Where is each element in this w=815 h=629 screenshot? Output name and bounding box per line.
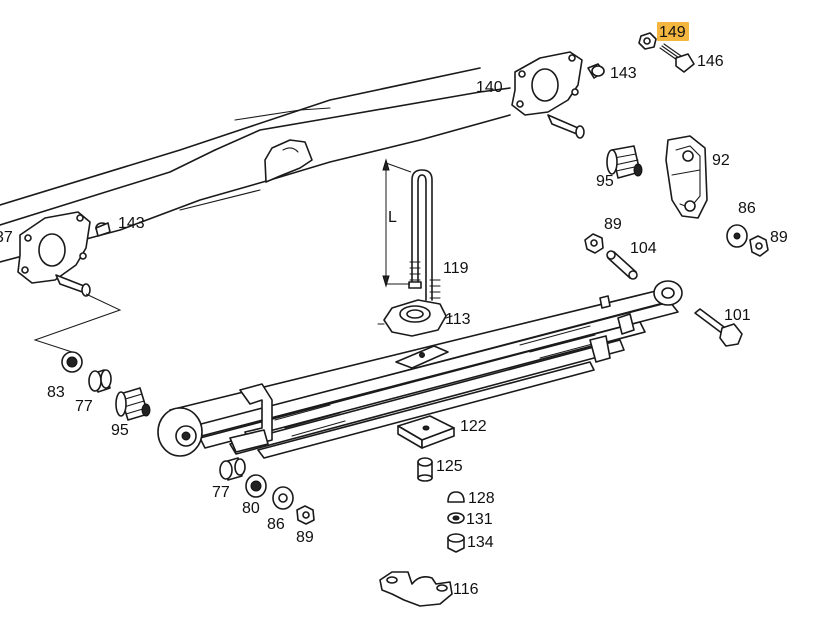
label-146[interactable]: 146 xyxy=(697,53,724,70)
label-86-rear[interactable]: 86 xyxy=(738,200,756,217)
spring-hanger-front[interactable] xyxy=(17,211,91,297)
label-80[interactable]: 80 xyxy=(242,500,260,517)
pad-122[interactable] xyxy=(397,415,455,449)
clamp-116[interactable] xyxy=(379,571,453,607)
label-131[interactable]: 131 xyxy=(466,511,493,528)
label-149[interactable]: 149 xyxy=(659,24,686,41)
spacer-125[interactable] xyxy=(417,457,433,482)
bolt-146[interactable] xyxy=(659,43,695,73)
leader-line-front xyxy=(33,293,122,353)
spring-hanger-rear[interactable] xyxy=(511,51,585,139)
bushing-77-lower[interactable] xyxy=(219,457,246,481)
label-125[interactable]: 125 xyxy=(436,458,463,475)
label-89-rear[interactable]: 89 xyxy=(770,229,788,246)
washer-131[interactable] xyxy=(447,512,465,524)
label-134[interactable]: 134 xyxy=(467,534,494,551)
nut-89-rear[interactable] xyxy=(749,235,769,257)
cap-128[interactable] xyxy=(447,491,465,503)
dimension-l: L xyxy=(382,158,412,288)
nut-149[interactable] xyxy=(638,32,657,50)
bolt-143-front[interactable] xyxy=(95,222,111,237)
label-92[interactable]: 92 xyxy=(712,152,730,169)
label-37[interactable]: 37 xyxy=(0,229,13,246)
highlight-149 xyxy=(657,22,689,41)
bushing-95-rear[interactable] xyxy=(606,145,643,179)
pin-104[interactable] xyxy=(606,250,638,280)
label-83[interactable]: 83 xyxy=(47,384,65,401)
nut-134[interactable] xyxy=(447,533,465,553)
nut-83[interactable] xyxy=(61,351,83,373)
bolt-143-rear[interactable] xyxy=(587,63,605,79)
washer-80[interactable] xyxy=(245,474,267,498)
shackle-92[interactable] xyxy=(665,135,708,219)
label-77-upper[interactable]: 77 xyxy=(75,398,93,415)
bushing-77-upper[interactable] xyxy=(88,369,112,393)
label-116[interactable]: 116 xyxy=(453,581,479,598)
label-128[interactable]: 128 xyxy=(468,490,495,507)
nut-89-front[interactable] xyxy=(296,505,315,525)
label-95-rear[interactable]: 95 xyxy=(596,173,614,190)
label-86-front[interactable]: 86 xyxy=(267,516,285,533)
label-77-lower[interactable]: 77 xyxy=(212,484,230,501)
label-101[interactable]: 101 xyxy=(724,307,751,324)
label-89-pin[interactable]: 89 xyxy=(604,216,622,233)
part-labels: 149 146 143 140 92 95 86 89 89 104 143 3… xyxy=(0,22,788,598)
label-113[interactable]: 113 xyxy=(445,311,471,328)
leaf-spring[interactable] xyxy=(157,280,683,459)
u-bolt-119[interactable] xyxy=(408,169,441,301)
label-95-front[interactable]: 95 xyxy=(111,422,129,439)
label-119[interactable]: 119 xyxy=(443,260,469,277)
washer-86-rear[interactable] xyxy=(726,224,748,248)
washer-86-front[interactable] xyxy=(272,486,294,510)
label-89-front[interactable]: 89 xyxy=(296,529,314,546)
label-104[interactable]: 104 xyxy=(630,240,657,257)
bushing-95-front[interactable] xyxy=(115,387,151,421)
nut-89-pin[interactable] xyxy=(584,233,604,254)
label-140[interactable]: 140 xyxy=(476,79,503,96)
spring-seat-113[interactable] xyxy=(377,299,453,337)
label-122[interactable]: 122 xyxy=(460,418,487,435)
bolt-101[interactable] xyxy=(694,308,743,347)
label-143-rear[interactable]: 143 xyxy=(610,65,637,82)
dimension-l-label: L xyxy=(388,209,397,226)
label-143-front[interactable]: 143 xyxy=(118,215,145,232)
